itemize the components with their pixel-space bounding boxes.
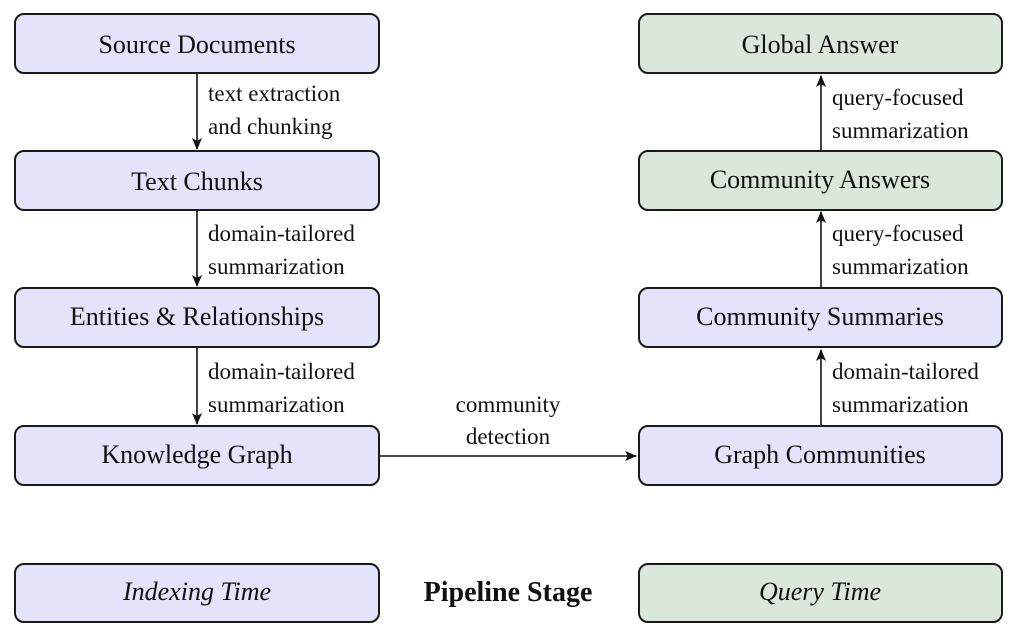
- edge-entities-to-graph: domain-tailored summarization: [192, 348, 355, 425]
- edge-graph-to-communities: community detection: [379, 392, 637, 461]
- edge-chunks-to-entities-label-line1: domain-tailored: [208, 221, 355, 246]
- node-entities-relationships-box: [14, 287, 380, 348]
- node-community-answers-label: Community Answers: [710, 165, 930, 194]
- edge-answers-to-global-label-line2: summarization: [832, 118, 969, 143]
- node-global-answer-label: Global Answer: [742, 30, 899, 59]
- node-global-answer-box: [638, 13, 1003, 74]
- edge-entities-to-graph-label-line1: domain-tailored: [208, 359, 355, 384]
- node-entities-relationships: Entities & Relationships: [14, 287, 380, 348]
- node-text-chunks-label: Text Chunks: [131, 167, 263, 196]
- edge-chunks-to-entities: domain-tailored summarization: [192, 211, 355, 287]
- legend-indexing-time: Indexing Time: [14, 563, 380, 623]
- legend-title: Pipeline Stage: [424, 577, 593, 608]
- node-entities-relationships-label: Entities & Relationships: [70, 302, 324, 331]
- edge-source-to-chunks: text extraction and chunking: [192, 74, 341, 150]
- node-source-documents-label: Source Documents: [98, 30, 295, 59]
- legend-indexing-label: Indexing Time: [122, 577, 271, 606]
- legend: Indexing Time Pipeline Stage Query Time: [14, 563, 1003, 623]
- edge-summaries-to-answers: query-focused summarization: [816, 211, 969, 288]
- edge-answers-to-global: query-focused summarization: [816, 75, 969, 150]
- legend-indexing-box: [14, 563, 380, 623]
- edge-graph-to-communities-label-line1: community: [456, 392, 561, 417]
- node-knowledge-graph-box: [14, 425, 380, 486]
- edge-communities-to-summaries-label-line1: domain-tailored: [832, 359, 979, 384]
- node-source-documents: Source Documents: [14, 13, 380, 74]
- edge-entities-to-graph-label-line2: summarization: [208, 392, 345, 417]
- edge-source-to-chunks-label-line1: text extraction: [208, 81, 341, 106]
- legend-query-label: Query Time: [759, 577, 881, 606]
- node-graph-communities-box: [638, 425, 1003, 486]
- edge-graph-to-communities-label-line2: detection: [466, 424, 551, 449]
- edge-communities-to-summaries: domain-tailored summarization: [816, 349, 979, 425]
- edge-source-to-chunks-label-line2: and chunking: [208, 114, 333, 139]
- edge-communities-to-summaries-label-line2: summarization: [832, 392, 969, 417]
- node-text-chunks: Text Chunks: [14, 150, 380, 211]
- node-community-answers: Community Answers: [638, 150, 1003, 211]
- node-knowledge-graph: Knowledge Graph: [14, 425, 380, 486]
- legend-query-time: Query Time: [638, 563, 1003, 623]
- edge-summaries-to-answers-label-line1: query-focused: [832, 221, 964, 246]
- legend-query-box: [638, 563, 1003, 623]
- edge-summaries-to-answers-label-line2: summarization: [832, 254, 969, 279]
- node-global-answer: Global Answer: [638, 13, 1003, 74]
- node-graph-communities: Graph Communities: [638, 425, 1003, 486]
- node-community-summaries: Community Summaries: [638, 287, 1003, 348]
- node-text-chunks-box: [14, 150, 380, 211]
- node-graph-communities-label: Graph Communities: [714, 440, 926, 469]
- node-source-documents-box: [14, 13, 380, 74]
- node-community-answers-box: [638, 150, 1003, 211]
- node-community-summaries-box: [638, 287, 1003, 348]
- node-community-summaries-label: Community Summaries: [696, 302, 944, 331]
- edge-chunks-to-entities-label-line2: summarization: [208, 254, 345, 279]
- node-knowledge-graph-label: Knowledge Graph: [101, 440, 292, 469]
- edge-answers-to-global-label-line1: query-focused: [832, 85, 964, 110]
